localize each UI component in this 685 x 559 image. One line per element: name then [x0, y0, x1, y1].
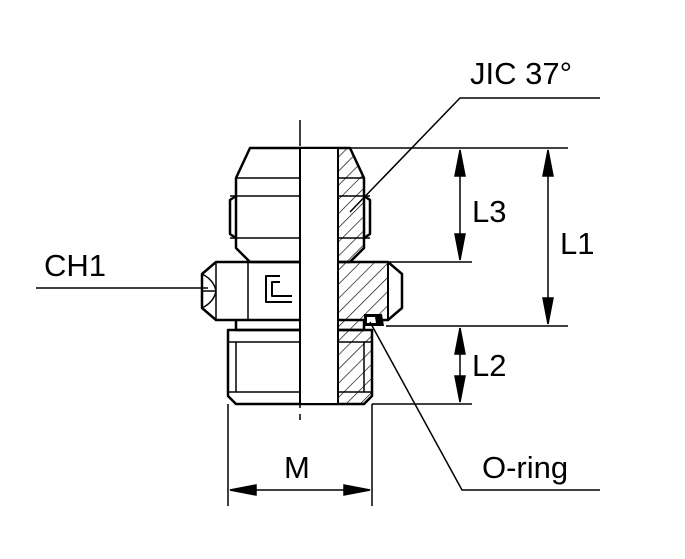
jic-label: JIC 37°: [470, 56, 572, 91]
ch1-label: CH1: [44, 248, 106, 283]
m-label: M: [284, 450, 310, 485]
o-ring-seal: [364, 314, 384, 326]
o-ring-label: O-ring: [482, 450, 568, 485]
extension-lines: [227, 147, 568, 506]
l2-label: L2: [472, 348, 506, 383]
l1-label: L1: [560, 226, 594, 261]
bore: [299, 147, 339, 405]
l3-label: L3: [472, 194, 506, 229]
leader-lines: [36, 97, 600, 491]
section-hatch: [337, 147, 389, 405]
dimension-lines: [229, 149, 554, 496]
